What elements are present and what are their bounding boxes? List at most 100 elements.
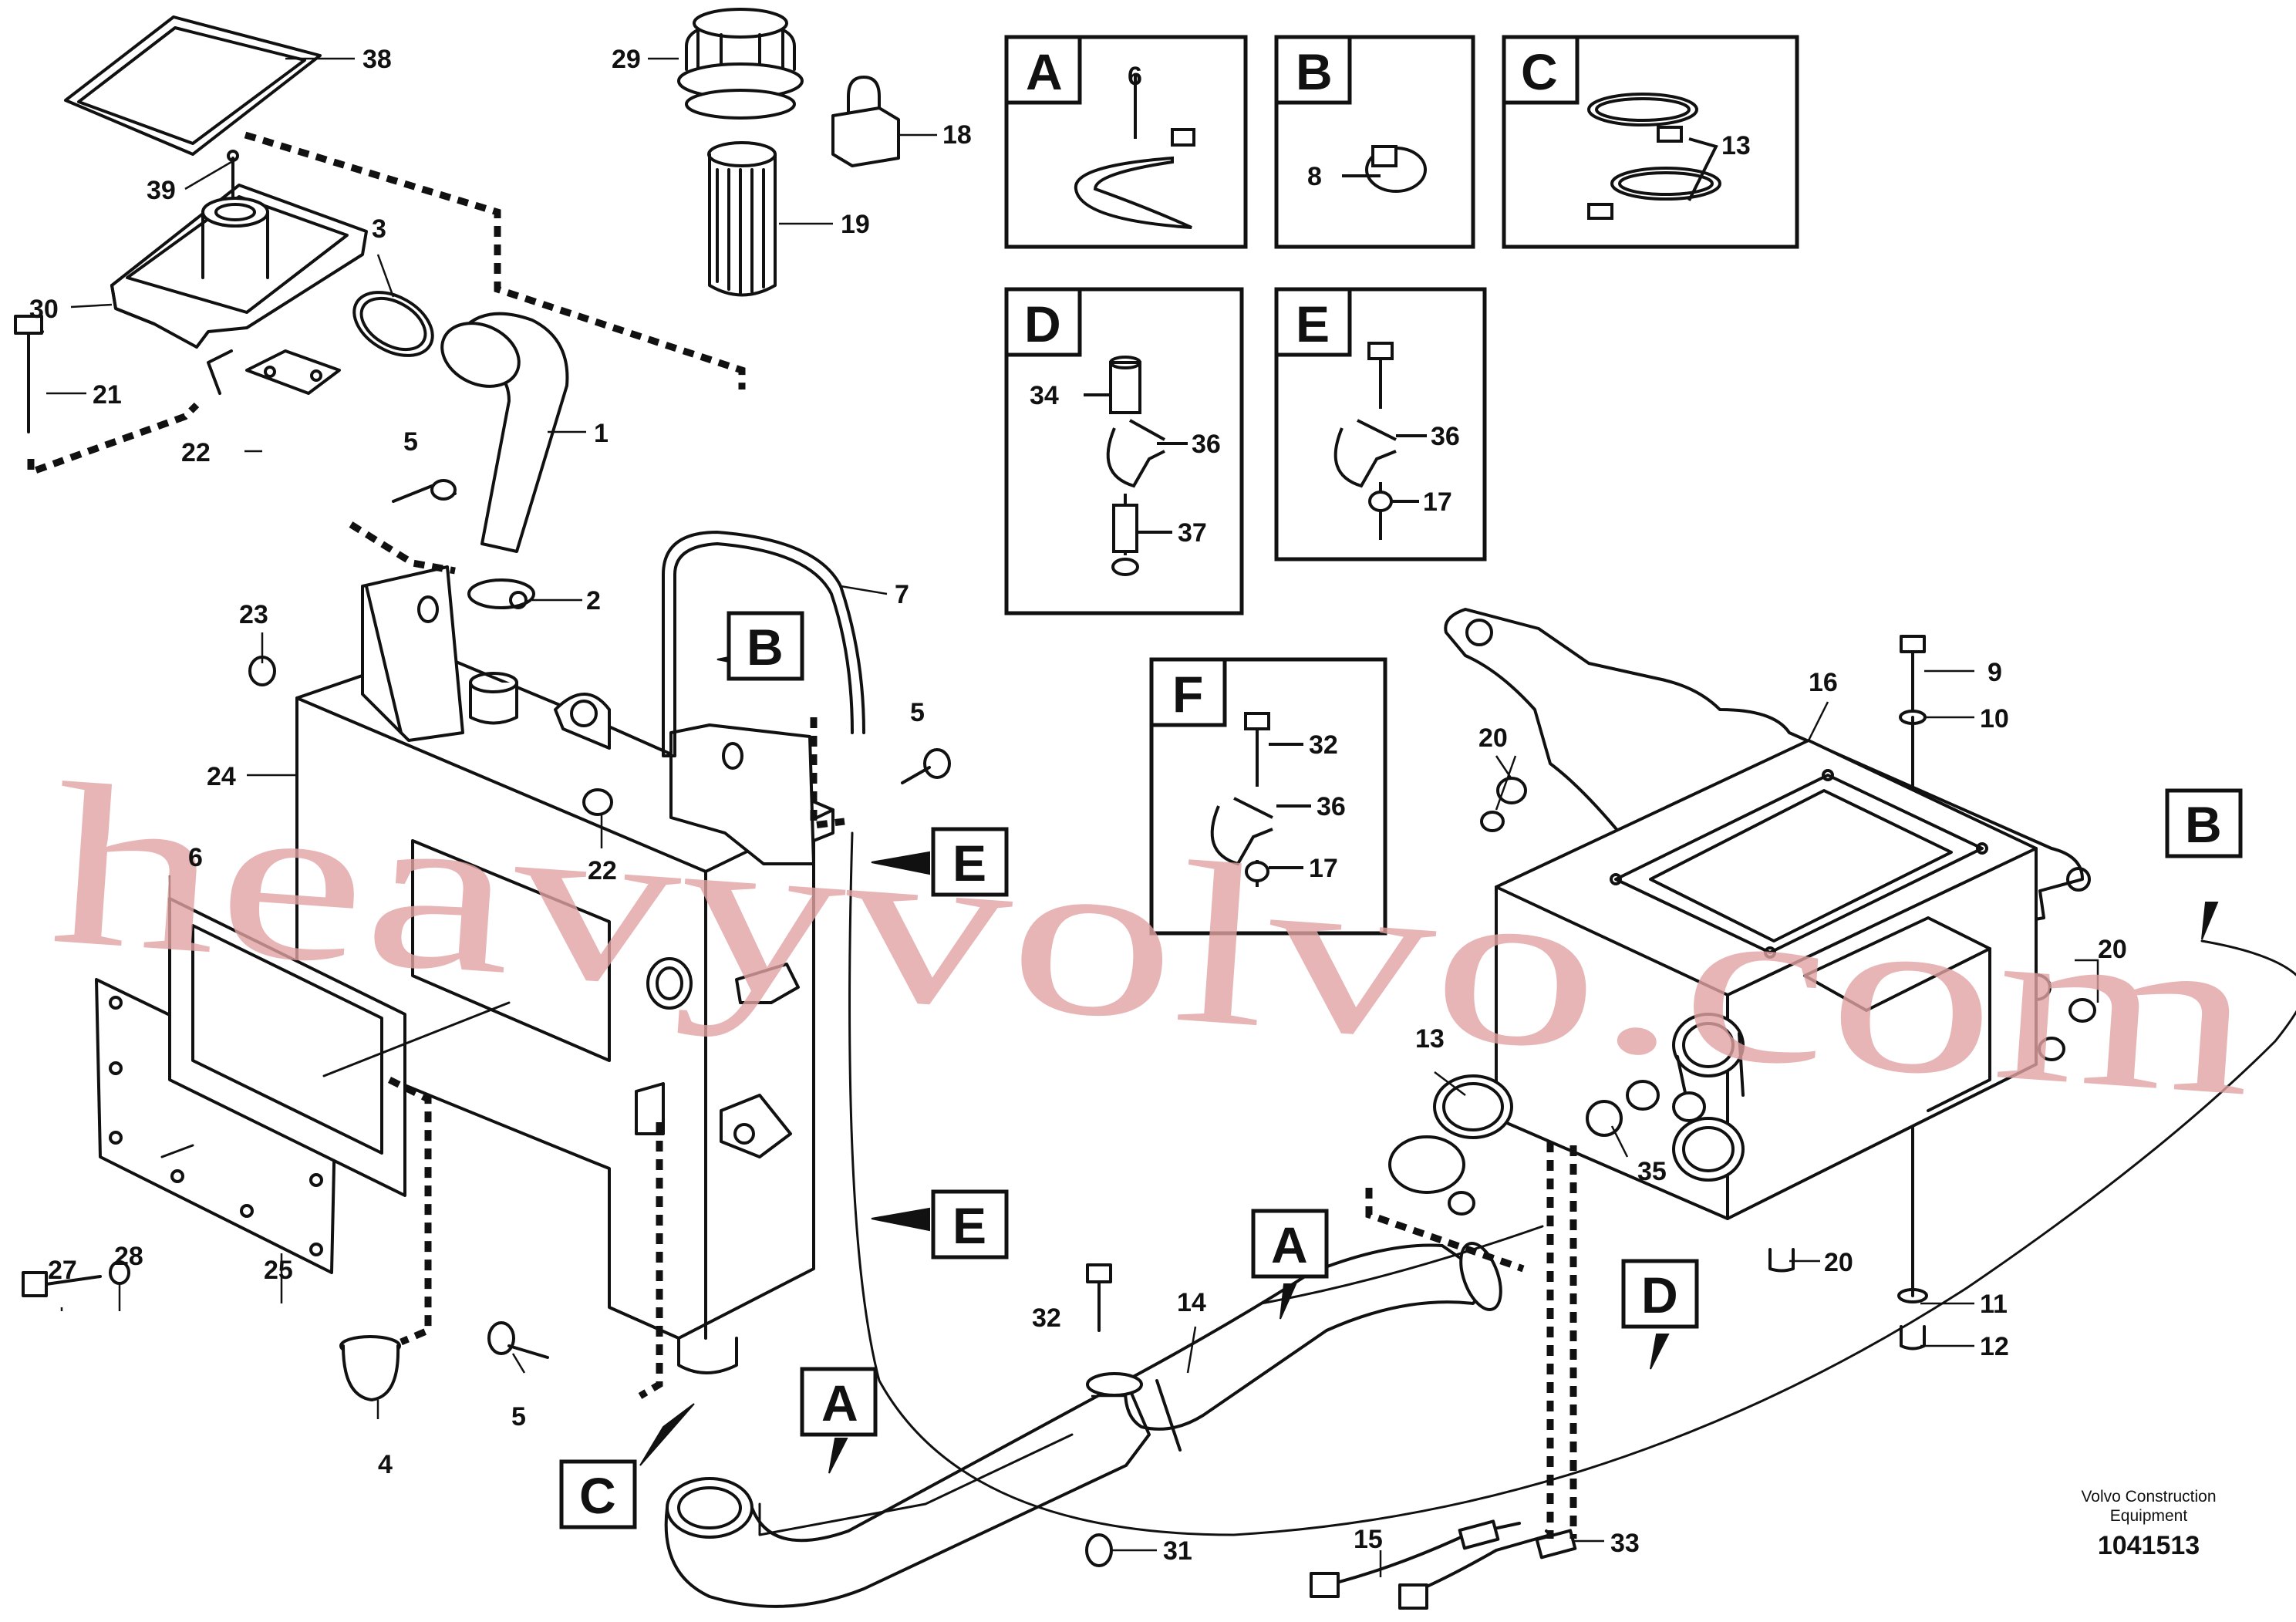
part-19-strainer [707,141,777,297]
label-18: 18 [942,120,972,150]
label-20-bottom: 20 [1824,1248,1853,1277]
label-32: 32 [1032,1303,1061,1333]
part-35-washer [1586,1100,1623,1137]
detail-box-F-letter: F [1172,666,1203,723]
label-13: 13 [1415,1024,1445,1054]
detail-box-D-letter: D [1024,295,1061,352]
part-29-cap [677,8,804,120]
label-3: 3 [372,214,386,244]
part-bracket [207,349,341,395]
label-35: 35 [1637,1157,1667,1186]
label-25: 25 [264,1256,293,1285]
tank-filler-stub [469,672,518,725]
label-38: 38 [362,45,392,74]
detail-C-part-13: 13 [1721,131,1751,160]
label-9: 9 [1988,658,2002,687]
detail-F-part-17: 17 [1309,854,1338,883]
label-19: 19 [841,210,870,239]
part-38-seal [64,15,322,156]
connector-E-lower: E [952,1197,986,1254]
detail-D-part-34: 34 [1030,381,1059,410]
connector-E-upper: E [952,835,986,892]
part-3-clamp [352,291,434,357]
detail-F-part-32: 32 [1309,730,1338,760]
label-12: 12 [1980,1332,2009,1361]
label-16: 16 [1809,668,1838,697]
part-6-gasket [168,897,406,1197]
part-number-labels: 38 29 18 39 3 19 30 21 1 22 5 2 23 7 5 2… [29,45,2127,1566]
label-21: 21 [93,380,122,410]
diagram-linework [14,8,2296,1610]
label-11: 11 [1980,1290,2008,1319]
part-18-padlock [831,76,900,167]
heater-stubs [1626,1013,1745,1182]
connector-B-right: B [2185,796,2222,853]
part-4-plug [339,1335,401,1401]
label-20-left: 20 [1478,723,1508,753]
bolts [14,315,2096,1567]
detail-B-part-8: 8 [1307,162,1322,191]
detail-box-art [1074,73,1721,887]
label-5-bottom: 5 [511,1402,526,1431]
label-5-mid: 5 [910,698,925,727]
detail-E-part-36: 36 [1431,422,1460,451]
tank-lower-fittings [635,963,800,1158]
label-22-tank: 22 [588,856,617,885]
detail-A-part-6: 6 [1128,62,1142,91]
label-20-right: 20 [2098,935,2127,964]
routing-lines [160,831,2296,1536]
part-13-clamps [1388,1074,1513,1216]
part-1-hose [440,312,569,553]
detail-box-B-letter: B [1296,43,1333,100]
detail-box-E-letter: E [1296,295,1330,352]
label-7: 7 [895,580,909,609]
leader-lines [46,57,2099,1577]
connector-C: C [579,1467,616,1524]
connector-A-left: A [821,1374,858,1431]
lower-elbow-hose [664,1379,1151,1608]
connector-letters: B E E A A D C B [579,619,2222,1524]
label-31: 31 [1163,1536,1192,1566]
label-39: 39 [147,176,176,205]
label-30: 30 [29,295,59,324]
label-6: 6 [188,843,203,872]
label-10: 10 [1980,704,2009,733]
label-15: 15 [1354,1525,1383,1554]
credit-block: Volvo Construction Equipment 1041513 [2081,1488,2216,1560]
connector-B-upper: B [747,619,784,676]
label-28: 28 [114,1242,143,1271]
part-2-clamp [467,578,535,609]
dashed-routes [27,131,1577,1539]
label-1: 1 [594,419,609,448]
credit-line-2: Equipment [2110,1507,2188,1525]
detail-box-A-letter: A [1026,43,1063,100]
detail-box-letters: A B C D E F [1024,43,1558,723]
part-7-breather [662,531,865,757]
connector-boxes [559,611,2243,1529]
drawing-number: 1041513 [2098,1531,2200,1560]
connector-A-right: A [1271,1216,1308,1273]
detail-box-tabs [1004,35,1580,727]
label-2: 2 [586,586,601,615]
detail-F-part-36: 36 [1317,792,1346,821]
label-14: 14 [1177,1288,1206,1317]
detail-D-part-37: 37 [1178,518,1207,548]
label-23: 23 [239,600,268,629]
label-27: 27 [48,1256,77,1285]
detail-box-C-letter: C [1521,43,1558,100]
label-4: 4 [378,1450,393,1479]
part-32-clamp [1086,1372,1182,1452]
label-22: 22 [181,438,211,467]
detail-box-part-labels: 6 8 13 34 36 37 36 17 32 36 17 [1030,62,1751,883]
label-29: 29 [612,45,641,74]
connector-D: D [1641,1266,1678,1324]
credit-line-1: Volvo Construction [2081,1488,2216,1506]
label-24: 24 [207,762,236,791]
detail-E-part-17: 17 [1423,487,1452,517]
detail-D-part-36: 36 [1192,430,1221,459]
label-33: 33 [1610,1529,1640,1558]
label-5-top: 5 [403,427,418,457]
part-30-housing [110,150,368,349]
